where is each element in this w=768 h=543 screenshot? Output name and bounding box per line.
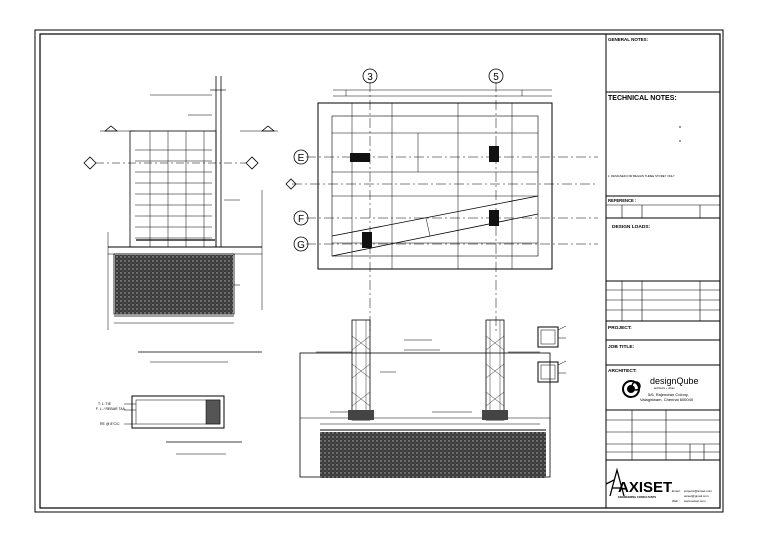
beam-section-detail	[124, 395, 242, 455]
sheet-outer-border	[34, 29, 724, 513]
beam-label-3: RE @ 8"C/C	[100, 422, 120, 426]
grid-label-g: G	[297, 240, 305, 251]
beam-label-1: T. L. TIE	[98, 402, 112, 406]
architect-address-1: 5/6, Rajendran Colony,	[648, 392, 689, 397]
plan-column-g3	[362, 232, 372, 248]
architect-name: designQube	[650, 376, 699, 386]
general-notes-heading: GENERAL NOTES:	[608, 37, 649, 42]
pile-cap-right	[482, 410, 508, 420]
architect-address-2: Valagiriwam, Chennai 600040	[640, 397, 694, 402]
left-section-elevation	[83, 76, 278, 363]
technical-note-line: 1. DESIGNED FOR BEGGIN THREE STOREY ONLY	[608, 174, 675, 178]
job-title-heading: JOB TITLE:	[608, 344, 635, 350]
architect-logo-icon	[622, 380, 641, 398]
project-heading: PROJECT:	[608, 325, 632, 331]
plan-view	[285, 68, 598, 332]
contact-web-label: Web :	[672, 499, 680, 503]
grid-label-e: E	[298, 153, 305, 164]
grid-label-3: 3	[367, 72, 373, 83]
sheet-inner-border	[39, 33, 721, 509]
axiset-logo-text: AXISET	[618, 479, 672, 496]
contact-email-label: Email :	[672, 489, 681, 493]
design-loads-heading: DESIGN LOADS:	[612, 224, 651, 230]
beam-label-2: F. L. / REBAR TAIL	[96, 407, 126, 411]
plan-column-e3	[350, 153, 370, 162]
grid-label-5: 5	[493, 72, 499, 83]
contact-email-2: axiset@gmail.com	[684, 494, 709, 498]
pile-cap-left	[348, 410, 374, 420]
plan-column-e5	[489, 146, 499, 162]
title-block	[605, 34, 720, 508]
architect-heading: ARCHITECT:	[608, 368, 637, 374]
architect-subtitle: architects + urban	[654, 386, 675, 390]
technical-notes-heading: TECHNICAL NOTES:	[608, 95, 677, 102]
axiset-logo-icon	[605, 467, 625, 497]
contact-web: www.axiset.com	[684, 499, 706, 503]
reference-heading: REFERENCE :	[608, 198, 636, 203]
axiset-tagline: ENGINEERING CONSULTANTS	[618, 495, 656, 499]
plan-column-f5	[489, 210, 499, 226]
grid-label-f: F	[298, 214, 304, 225]
contact-email: projects@axiset.com	[684, 489, 712, 493]
foundation-section	[299, 319, 567, 478]
